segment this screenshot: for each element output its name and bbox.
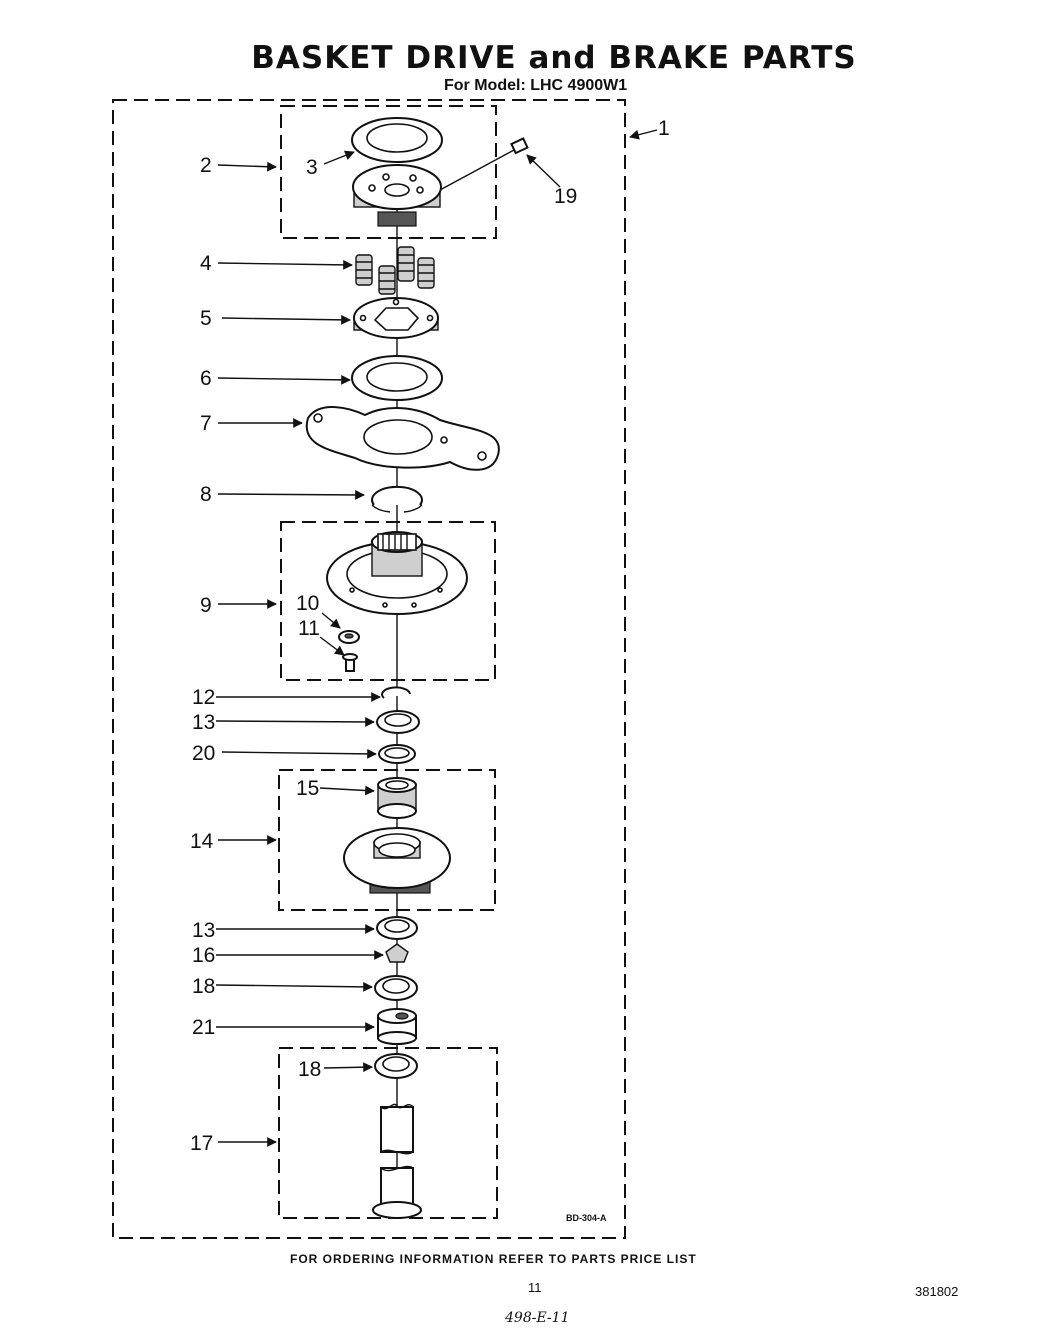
model-subtitle: For Model: LHC 4900W1 [444,77,628,94]
subassembly-box-14 [278,769,496,911]
part-21-sleeve [377,1008,417,1045]
ordering-note: FOR ORDERING INFORMATION REFER TO PARTS … [290,1252,697,1266]
callout-13-upper: 13 [192,711,215,734]
callout-18-lower: 18 [298,1058,321,1081]
part-20-seal-ring [378,744,416,764]
part-9-brake-drum [326,531,468,615]
part-14-hub-housing [343,827,451,894]
document-number: 381802 [915,1284,959,1299]
callout-11: 11 [298,617,320,640]
page-title: BASKET DRIVE and BRAKE PARTS [251,40,857,76]
callout-17: 17 [190,1132,213,1155]
part-16-cone [385,943,409,963]
part-19-pin [510,137,529,155]
callout-16: 16 [192,944,215,967]
part-6-washer [351,355,443,401]
callout-4: 4 [200,252,212,275]
callout-10: 10 [296,592,319,615]
part-2-drive-hub [352,164,442,227]
callout-12: 12 [192,686,215,709]
handwritten-note: 498-E-11 [505,1310,570,1326]
part-11-screw [342,653,358,672]
part-18-bearing-upper [374,975,418,1001]
callout-3: 3 [306,156,318,179]
part-12-snap-ring [381,686,411,699]
part-4-springs [355,246,435,295]
callout-8: 8 [200,483,212,506]
leader-lines [215,129,658,1147]
callout-13-lower: 13 [192,919,215,942]
part-7-bracket-plate [305,406,500,471]
part-13-bearing-washer-upper [376,710,420,734]
callout-2: 2 [200,154,212,177]
callout-19: 19 [554,185,577,208]
callout-9: 9 [200,594,212,617]
part-17-drive-tube [372,1103,422,1219]
part-10-washer [338,630,360,644]
callout-7: 7 [200,412,212,435]
callout-1: 1 [658,117,670,140]
part-3-washer [351,117,443,163]
part-15-bushing [377,777,417,819]
subassembly-box-9 [280,521,496,681]
subassembly-box-2 [280,105,497,239]
callout-21: 21 [192,1016,215,1039]
page-number: 11 [528,1280,542,1295]
callout-14: 14 [190,830,214,853]
callout-20: 20 [192,742,215,765]
callout-6: 6 [200,367,212,390]
part-13-bearing-washer-lower [376,916,418,940]
part-5-spring-plate [353,297,439,339]
part-8-retaining-ring [371,485,423,513]
assembly-frame [112,99,626,1239]
callout-15: 15 [296,777,319,800]
part-18-bearing-lower [374,1053,418,1079]
callout-5: 5 [200,307,212,330]
drawing-code: BD-304-A [566,1213,607,1223]
callout-18-upper: 18 [192,975,215,998]
